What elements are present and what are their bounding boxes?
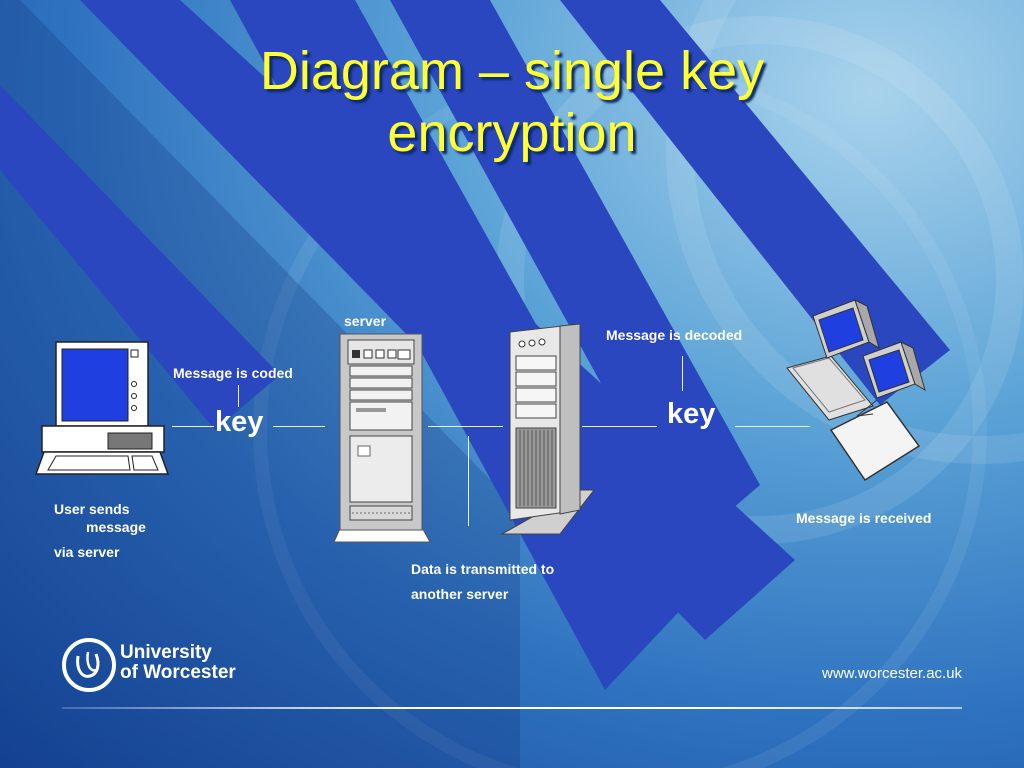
slide-title: Diagram – single key encryption bbox=[259, 41, 765, 163]
message-coded-label: Message is coded bbox=[173, 365, 293, 381]
connector-line bbox=[172, 426, 214, 427]
website-url[interactable]: www.worcester.ac.uk bbox=[822, 665, 963, 682]
connector-line bbox=[273, 426, 325, 427]
message-received-label: Message is received bbox=[796, 510, 932, 526]
another-server-label: another server bbox=[411, 586, 509, 602]
tower-server-icon bbox=[500, 323, 596, 535]
desktop-computer-icon bbox=[34, 341, 170, 475]
logo-line-2: of Worcester bbox=[120, 662, 236, 683]
user-message-label: message bbox=[86, 519, 146, 535]
server-label: server bbox=[344, 313, 387, 329]
data-transmitted-label: Data is transmitted to bbox=[411, 561, 555, 577]
university-logo-icon bbox=[62, 638, 116, 692]
via-server-label: via server bbox=[54, 544, 120, 560]
user-sends-label: User sends bbox=[54, 501, 130, 517]
key-left-label: key bbox=[215, 406, 264, 438]
connector-line bbox=[428, 426, 503, 427]
connector-line bbox=[582, 426, 657, 427]
connector-line bbox=[682, 356, 683, 391]
connector-line bbox=[735, 426, 810, 427]
connector-line bbox=[468, 436, 469, 526]
footer-divider bbox=[62, 707, 962, 709]
server-rack-icon bbox=[333, 333, 431, 543]
key-right-label: key bbox=[667, 398, 716, 430]
message-decoded-label: Message is decoded bbox=[606, 327, 743, 343]
logo-line-1: University bbox=[120, 642, 212, 663]
networked-computers-icon bbox=[786, 299, 926, 482]
connector-line bbox=[238, 385, 239, 407]
logo-text: University of Worcester bbox=[120, 643, 236, 683]
